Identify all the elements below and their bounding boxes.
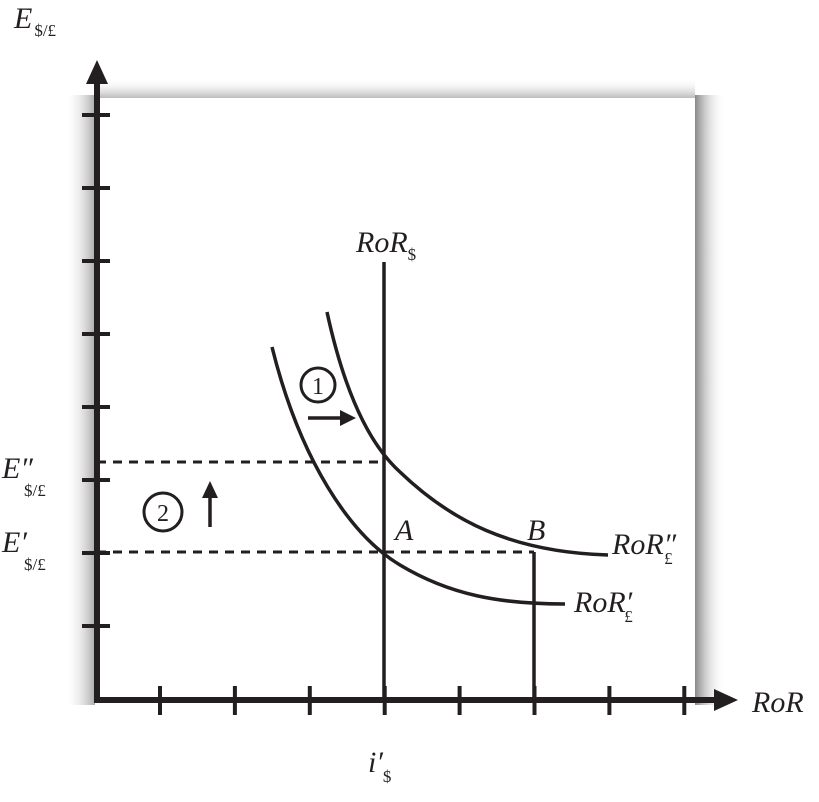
ror-pound-prime-curve [270,346,566,606]
ror-pound-prime-label: RoR′£ [573,586,633,626]
step-1-marker: 1 [299,366,356,426]
y-axis-label: E$/£ [13,2,56,40]
x-axis-label: RoR [751,686,804,719]
x-tick-label-i-dollar: i′$ [368,746,391,786]
step-number: 2 [157,501,169,527]
ror-pound-double-prime-curve [325,311,609,557]
step-circle [142,491,184,533]
ror-pound-double-prime-label: RoR″£ [611,528,677,568]
y-axis-arrow-icon [86,60,108,84]
point-b-label: B [527,514,545,547]
x-axis-ticks [158,686,687,715]
step-2-marker: 2 [142,481,218,533]
right-arrow-head-icon [340,410,356,426]
panel-shadow [65,78,725,705]
ror-dollar-label: RoR$ [355,226,416,264]
step-circle [299,366,337,404]
up-arrow-head-icon [202,481,218,498]
y-tick-label-e-prime: E′$/£ [1,526,46,574]
y-tick-label-e-double-prime: E″$/£ [1,452,46,500]
point-a-label: A [393,514,414,547]
axes [86,60,738,711]
x-axis-arrow-icon [714,689,738,711]
step-number: 1 [312,374,324,400]
